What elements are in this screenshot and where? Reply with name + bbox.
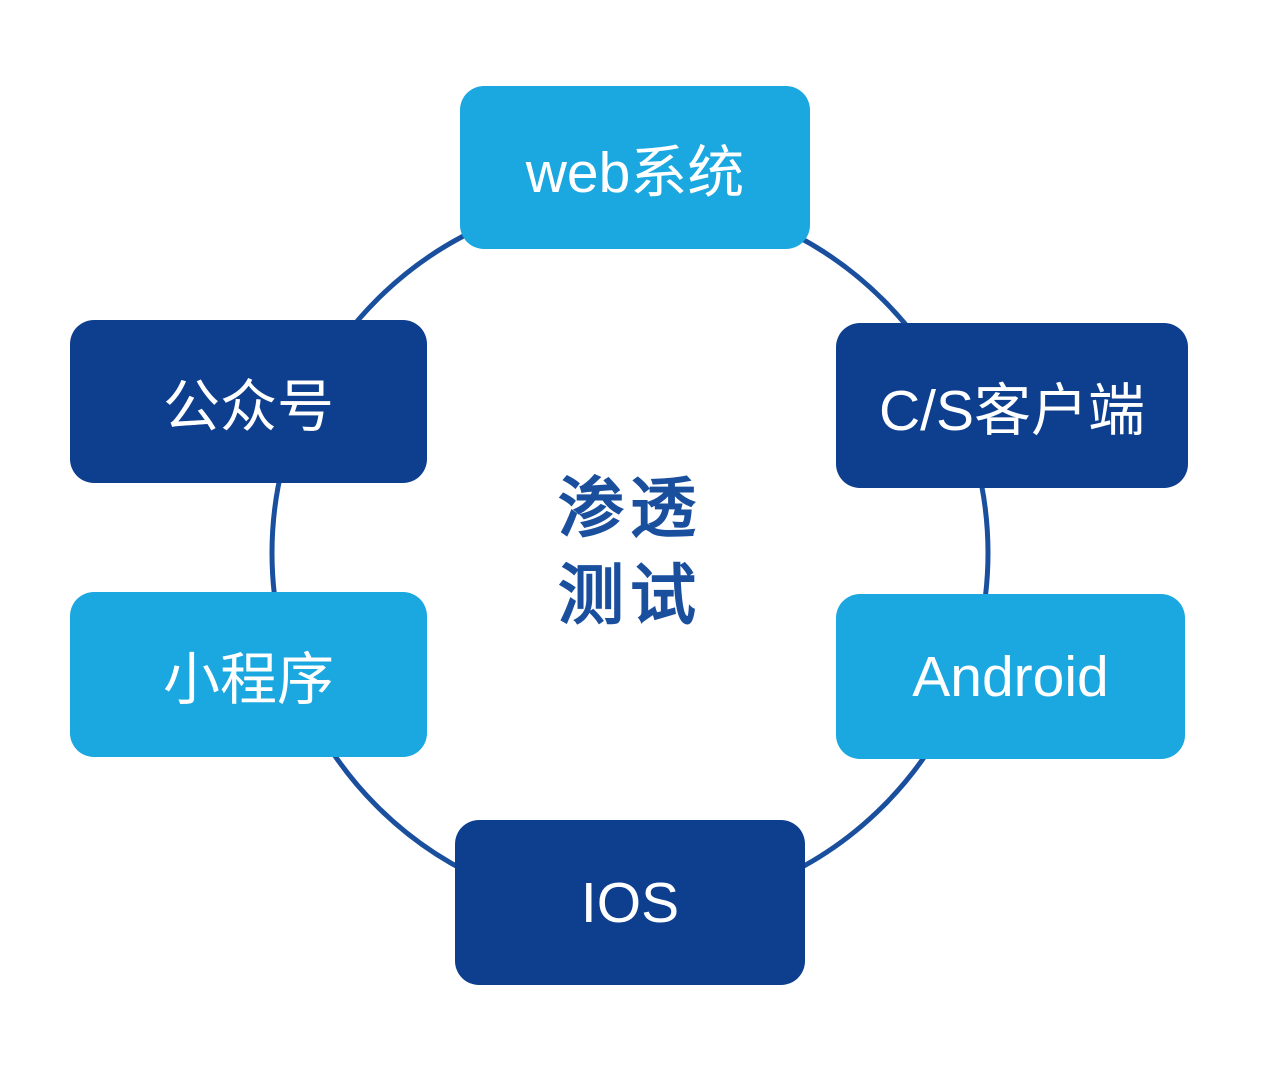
node-android: Android [836, 594, 1185, 759]
node-official-account-label: 公众号 [163, 374, 334, 439]
node-android-label: Android [912, 644, 1109, 709]
node-ios: IOS [455, 820, 805, 985]
node-official-account: 公众号 [70, 320, 427, 483]
node-cs-client-label: C/S客户端 [878, 378, 1146, 443]
node-cs-client: C/S客户端 [836, 323, 1188, 488]
node-ios-label: IOS [580, 870, 680, 935]
center-title: 渗透 测试 [558, 465, 702, 639]
center-title-line1: 渗透 [558, 470, 702, 545]
node-web-system-label: web系统 [525, 140, 745, 205]
node-mini-program: 小程序 [70, 592, 427, 757]
center-title-line2: 测试 [558, 558, 702, 632]
node-mini-program-label: 小程序 [163, 647, 334, 712]
node-web-system: web系统 [460, 86, 810, 249]
